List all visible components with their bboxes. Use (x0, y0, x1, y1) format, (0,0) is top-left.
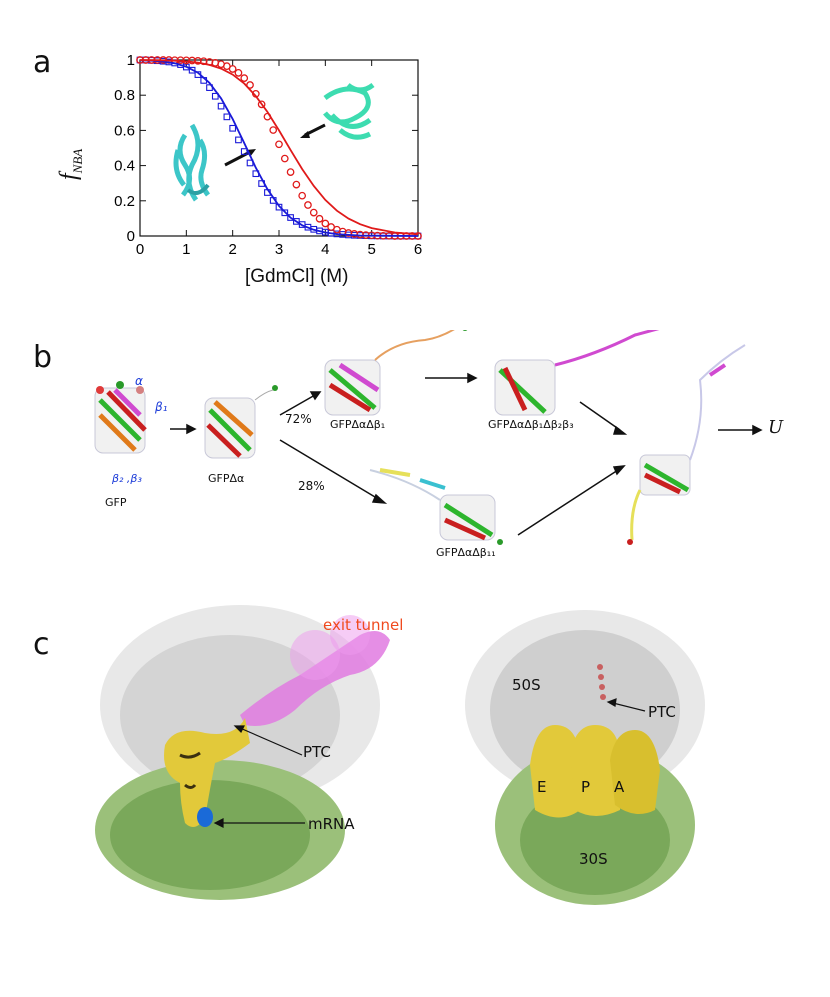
protein-image-teal (323, 82, 375, 140)
gfp-structure (94, 381, 147, 454)
tunnel-beads (597, 664, 606, 700)
data-point-square (217, 102, 225, 110)
label-ptc-left: PTC (303, 743, 331, 761)
label-gfp-da-db1: GFPΔαΔβ₁ (330, 418, 386, 431)
data-point-circle (228, 65, 237, 73)
pathway-pct-lower: 28% (298, 479, 325, 493)
y-axis-label-sub: NBA (69, 148, 85, 174)
label-site-a: A (614, 778, 625, 796)
pathway-pct-upper: 72% (285, 412, 312, 426)
data-point-circle (304, 201, 312, 209)
data-point-square (223, 113, 231, 121)
annotation-beta1: β₁ (155, 400, 168, 414)
label-gfp: GFP (105, 496, 127, 509)
trna-sites (530, 725, 660, 818)
label-exit-tunnel: exit tunnel (323, 616, 404, 634)
label-gfp-da: GFPΔα (208, 472, 245, 485)
y-tick-label: 0.6 (114, 122, 135, 139)
x-tick-label: 2 (228, 241, 236, 258)
protein-image-blue (173, 123, 211, 202)
panel-label-c: c (33, 627, 50, 662)
data-point-circle (298, 191, 307, 200)
data-point-circle (234, 68, 243, 77)
trna-density (164, 718, 250, 827)
gfp-da-structure (204, 385, 278, 459)
folding-pathway-diagram (94, 330, 763, 545)
data-point-circle (321, 219, 330, 228)
gfp-da-db11-structure (369, 468, 503, 545)
data-point-square (281, 209, 289, 217)
label-30s: 30S (579, 850, 608, 868)
x-tick-label: 0 (136, 241, 144, 258)
exit-tunnel-cloud (240, 615, 390, 726)
y-tick-label: 0.8 (114, 87, 135, 104)
data-point-square (229, 124, 237, 132)
fit-line (139, 59, 419, 237)
pathway-arrows (170, 372, 763, 536)
ribosome-right-image (465, 610, 705, 905)
near-unfolded-structure (627, 344, 746, 545)
ribosome-left-image (95, 605, 390, 900)
gfp-da-db1-db2b3-structure (494, 330, 660, 416)
fit-line (139, 59, 419, 236)
data-point-circle (309, 208, 318, 217)
data-point-circle (280, 154, 289, 163)
label-site-e: E (537, 778, 547, 796)
y-tick-label: 0 (127, 228, 135, 245)
data-point-circle (286, 168, 295, 176)
data-point-circle (292, 180, 301, 189)
data-point-square (240, 148, 248, 155)
left-ribosome-arrows (213, 725, 305, 828)
x-tick-label: 1 (182, 241, 190, 258)
denaturation-chart: 0 1 2 3 4 5 6 0 0.2 0.4 0.6 0.8 1 [GdmCl] (M) fNBA (56, 40, 440, 300)
chart-svg: 0 1 2 3 4 5 6 0 0.2 0.4 0.6 0.8 1 (114, 52, 422, 258)
label-gfp-da-db11: GFPΔαΔβ₁₁ (436, 546, 496, 559)
unfolded-state-label: U (768, 417, 784, 438)
label-site-p: P (581, 778, 591, 796)
panel-label-a: a (33, 45, 52, 80)
gfp-da-db1-structure (324, 330, 468, 416)
ribosome-left-small-subunit (95, 760, 345, 900)
x-tick-label: 3 (275, 241, 283, 258)
y-tick-label: 0.4 (114, 158, 135, 175)
mrna-density (197, 807, 213, 827)
arrow-teal-protein (300, 123, 326, 138)
data-point-circle (275, 140, 283, 149)
label-mrna: mRNA (308, 815, 355, 833)
data-point-square (211, 92, 219, 100)
y-axis-label: fNBA (56, 149, 86, 180)
data-point-circle (315, 214, 324, 223)
data-point-square (287, 214, 294, 221)
data-point-circle (246, 81, 254, 89)
x-tick-label: 6 (414, 241, 422, 258)
annotation-beta23: β₂ ,β₃ (112, 472, 142, 485)
data-point-circle (257, 100, 266, 109)
x-tick-label: 4 (321, 241, 329, 258)
x-tick-label: 5 (367, 241, 375, 258)
data-point-square (235, 136, 242, 144)
y-tick-label: 1 (127, 52, 135, 69)
label-50s: 50S (512, 676, 541, 694)
y-tick-label: 0.2 (114, 193, 135, 210)
right-ribosome-arrow (606, 698, 646, 712)
label-ptc-right: PTC (648, 703, 676, 721)
y-axis-label-f: f (56, 173, 82, 180)
data-point-circle (240, 74, 249, 82)
annotation-alpha: α (135, 374, 143, 388)
x-axis-label: [GdmCl] (M) (245, 266, 349, 287)
panel-label-b: b (33, 340, 53, 375)
label-gfp-da-db1-db2b3: GFPΔαΔβ₁Δβ₂β₃ (488, 418, 574, 431)
data-point-circle (269, 126, 278, 134)
